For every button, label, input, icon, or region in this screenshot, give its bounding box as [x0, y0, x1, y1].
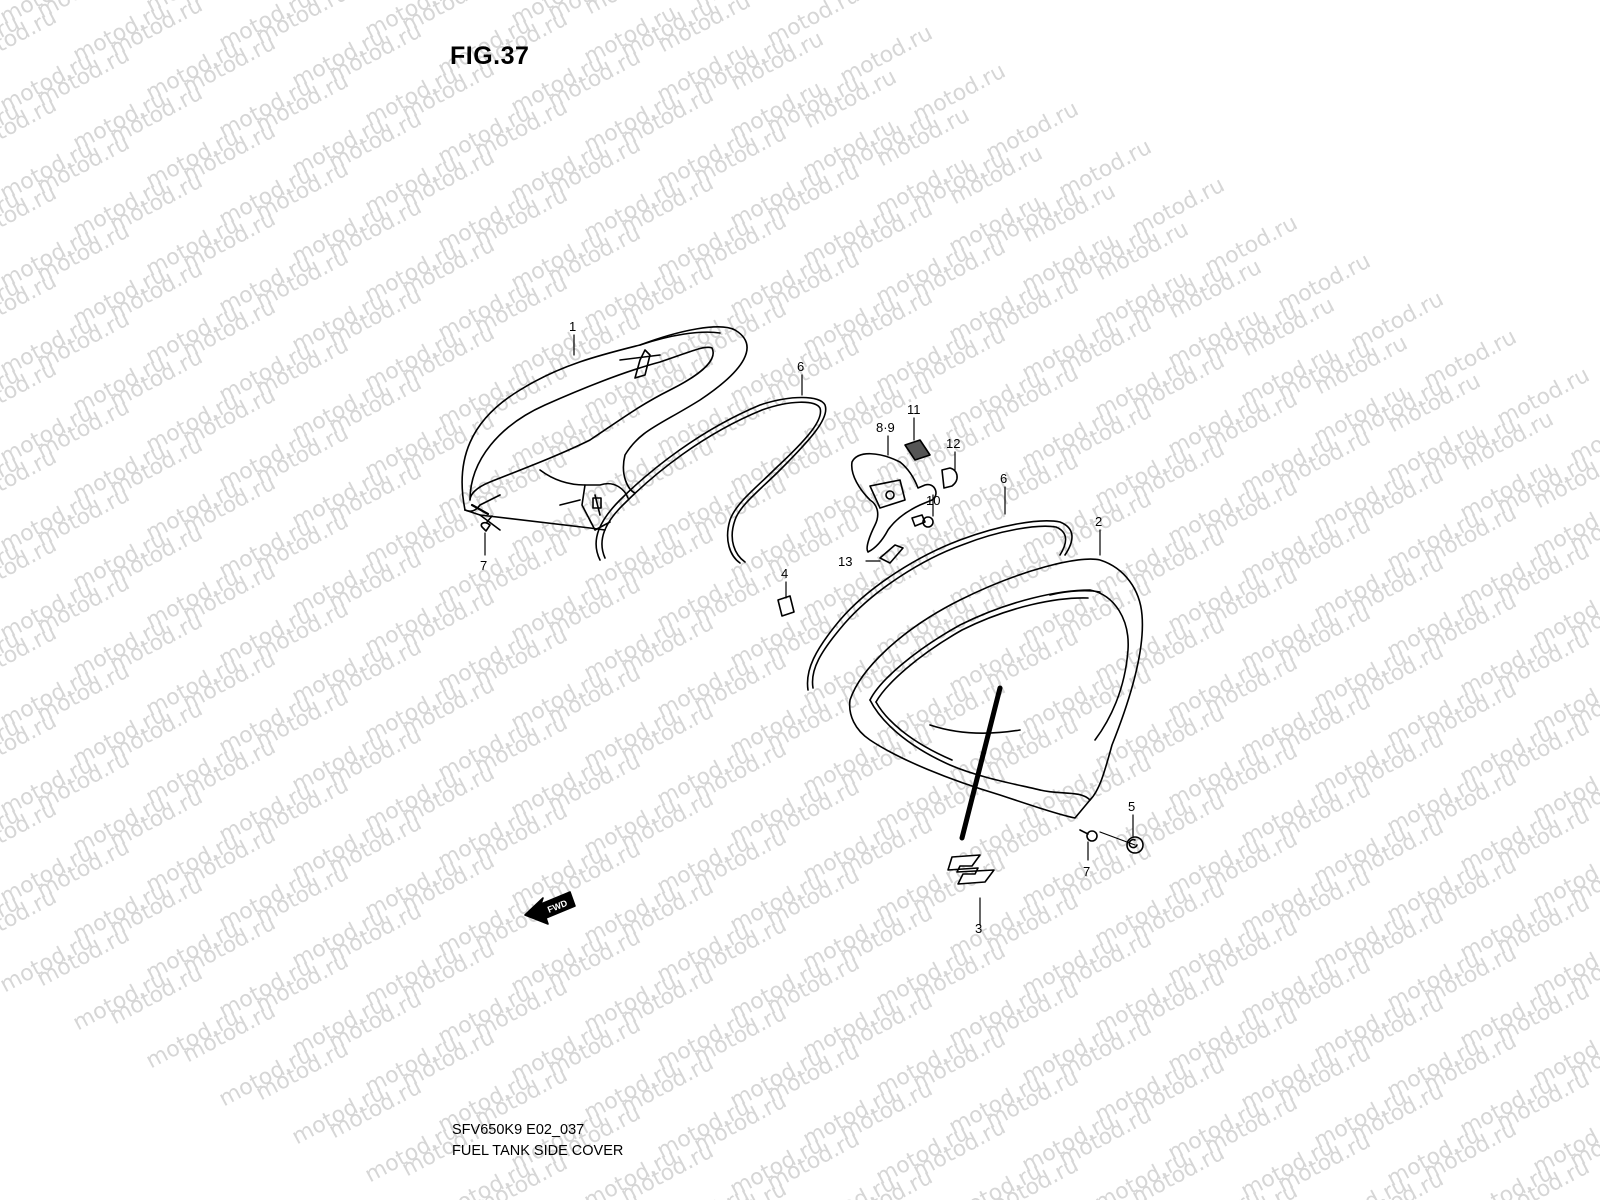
- callout-3: 3: [975, 921, 982, 936]
- fwd-direction-arrow: [524, 891, 576, 925]
- figure-title: FIG.37: [450, 42, 530, 70]
- figure-code: SFV650K9 E02_037: [452, 1122, 585, 1138]
- callout-4: 4: [781, 566, 788, 581]
- callout-7a: 7: [480, 558, 487, 573]
- callout-5: 5: [1128, 799, 1135, 814]
- part-12-clip[interactable]: [941, 467, 958, 489]
- part-7-screw-left[interactable]: [480, 515, 493, 532]
- part-13-pad[interactable]: [879, 544, 904, 564]
- part-10-bolt[interactable]: [911, 514, 934, 528]
- leader-lines: [484, 334, 1136, 926]
- part-8-9-bracket[interactable]: [850, 452, 937, 553]
- callout-10: 10: [926, 493, 940, 508]
- callout-7b: 7: [1083, 864, 1090, 879]
- callout-1: 1: [569, 319, 576, 334]
- part-3-emblem[interactable]: [947, 854, 995, 885]
- figure-footer: SFV650K9 E02_037 FUEL TANK SIDE COVER: [452, 1120, 623, 1162]
- callout-11: 11: [907, 402, 921, 417]
- callout-2: 2: [1095, 514, 1102, 529]
- callout-12: 12: [946, 436, 960, 451]
- part-4-label[interactable]: [777, 595, 795, 617]
- callout-8-9: 8·9: [876, 420, 895, 435]
- part-2-right-side-cover[interactable]: [848, 558, 1144, 841]
- part-6-trim-strip-right[interactable]: [806, 520, 1073, 691]
- part-6-trim-strip-left[interactable]: [595, 396, 827, 564]
- callout-labels: 1 2 3 4 5 6 6 7 7 8·9 10 11 12 13 FWD: [480, 319, 1135, 936]
- part-1-left-side-cover[interactable]: [461, 326, 748, 531]
- figure-caption: FUEL TANK SIDE COVER: [452, 1143, 624, 1159]
- part-11-pad[interactable]: [904, 439, 931, 461]
- part-7-screw-right[interactable]: [1079, 829, 1098, 842]
- callout-13: 13: [838, 554, 852, 569]
- callout-6b: 6: [1000, 471, 1007, 486]
- part-5-cushion[interactable]: [1126, 836, 1144, 854]
- callout-6a: 6: [797, 359, 804, 374]
